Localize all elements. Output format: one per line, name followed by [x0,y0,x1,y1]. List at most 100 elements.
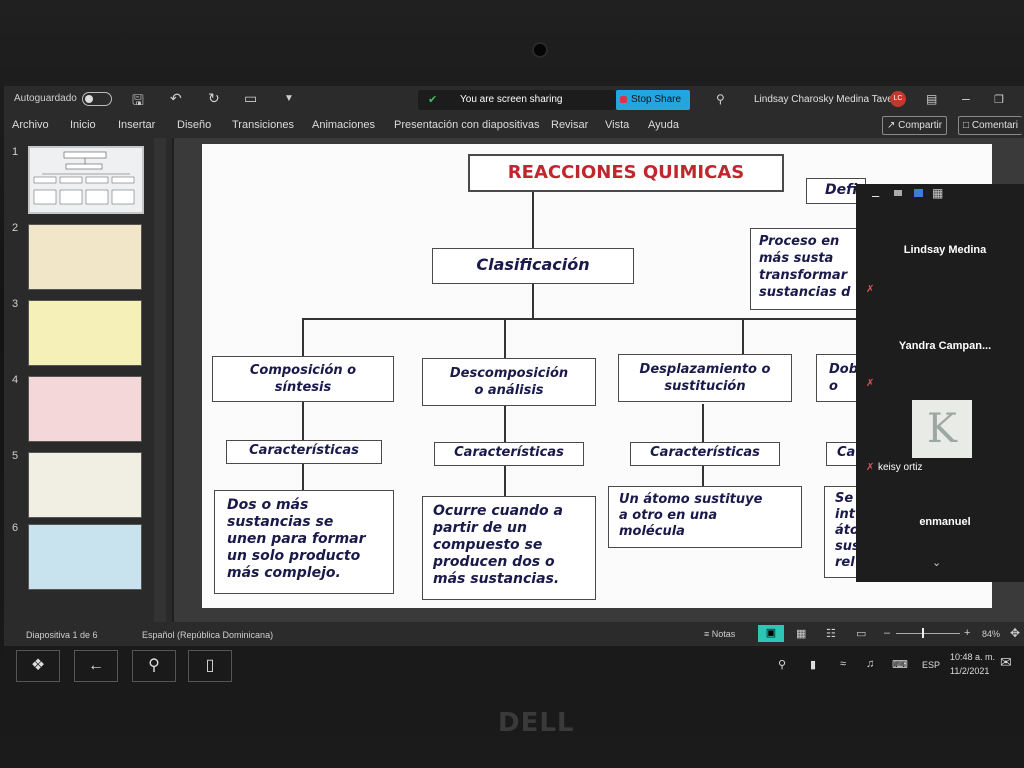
category-box[interactable]: Composición o síntesis [212,356,394,402]
caracteristicas-box[interactable]: Características [434,442,584,466]
sorter-view-icon[interactable]: ▦ [796,628,807,640]
description-box[interactable]: Dos o más sustancias se unen para formar… [214,490,394,594]
minimize-icon[interactable]: – [872,188,880,203]
slideshow-icon[interactable]: ▭ [856,628,867,640]
view-icon[interactable] [894,190,902,196]
notes-button[interactable]: ≡ Notas [704,629,736,639]
tab-diseno[interactable]: Diseño [177,119,212,131]
notifications-icon[interactable]: ✉ [1000,654,1012,670]
caracteristicas-box[interactable]: Características [630,442,780,466]
stop-share-button[interactable]: Stop Share [616,90,690,110]
stop-share-label: Stop Share [631,94,682,105]
description-line: producen dos o [433,554,555,570]
category-box[interactable]: Desplazamiento o sustitución [618,354,792,402]
slide-thumbnail-6[interactable] [28,524,142,590]
participant-name: Yandra Campan... [898,340,992,352]
description-line: un solo producto [227,548,361,564]
tab-animaciones[interactable]: Animaciones [312,119,375,131]
normal-view-button[interactable]: ▣ [758,625,784,642]
description-line: compuesto se [433,537,543,553]
autosave-toggle[interactable] [82,92,112,106]
volume-icon[interactable]: ♫ [866,658,875,670]
slide-thumbnail-5[interactable] [28,452,142,518]
tab-inicio[interactable]: Inicio [70,119,96,131]
description-line: a otro en una [619,508,718,523]
windows-taskbar: ❖ ← ⚲ ▯ ⚲ ▮ ≈ ♫ ⌨ ESP 10:48 a. m. 11/2/2… [4,646,1024,686]
description-box[interactable]: Ocurre cuando a partir de un compuesto s… [422,496,596,600]
reading-view-icon[interactable]: ☷ [826,628,836,640]
share-banner-text: You are screen sharing [460,94,563,105]
description-line: sustancias se [227,514,334,530]
description-line: Se [835,491,854,506]
slide-title[interactable]: REACCIONES QUIMICAS [468,154,784,192]
tab-presentacion[interactable]: Presentación con diapositivas [394,119,540,131]
thumbnail-graphic [33,151,135,205]
slide-thumbnail-3[interactable] [28,300,142,366]
screen-share-banner: ✔ You are screen sharing [418,90,616,110]
restore-icon[interactable]: ❐ [994,94,1004,106]
caracteristicas-box[interactable]: Características [226,440,382,464]
present-icon[interactable]: ▭ [244,90,258,106]
tab-revisar[interactable]: Revisar [551,119,589,131]
chevron-down-icon[interactable]: ⌄ [932,557,942,569]
connector [302,400,304,440]
clock-time[interactable]: 10:48 a. m. [950,652,996,662]
save-icon[interactable]: 🖫 [132,92,144,108]
tab-vista[interactable]: Vista [605,119,630,131]
thumb-number: 4 [12,374,19,386]
search-icon[interactable]: ⚲ [132,650,176,682]
gallery-view-icon[interactable]: ▦ [932,186,944,200]
zoom-level[interactable]: 84% [982,629,1001,639]
definition-line: Proceso en [759,234,840,249]
slide-thumbnail-2[interactable] [28,224,142,290]
connector [742,318,744,354]
task-view-icon[interactable]: ▯ [188,650,232,682]
zoom-out-icon[interactable]: – [884,627,891,639]
category-box[interactable]: Descomposición o análisis [422,358,596,406]
undo-icon[interactable]: ↶ [170,90,182,106]
autosave-label: Autoguardado [14,93,77,104]
slide-thumbnail-4[interactable] [28,376,142,442]
stop-icon [620,96,627,103]
keyboard-icon[interactable]: ⌨ [892,659,908,671]
clasificacion-box[interactable]: Clasificación [432,248,634,284]
clock-date[interactable]: 11/2/2021 [950,666,990,676]
title-bar: Autoguardado 🖫 ↶ ↻ ▭ ▼ ✔ You are screen … [4,86,1024,114]
description-box[interactable]: Un átomo sustituye a otro en una molécul… [608,486,802,548]
slide-thumbnail-1[interactable] [28,146,144,214]
ribbon-tabs: Archivo Inicio Insertar Diseño Transicio… [4,114,1024,138]
comments-button[interactable]: □ Comentari [958,116,1022,135]
battery-icon[interactable]: ▮ [810,659,817,671]
minimize-icon[interactable]: – [962,90,970,106]
share-button[interactable]: ↗ Compartir [882,116,948,135]
wifi-icon[interactable]: ≈ [840,658,847,670]
description-line: sus [835,539,860,554]
notes-label: Notas [711,629,736,639]
avatar[interactable]: LC [890,91,906,107]
back-arrow-icon[interactable]: ← [74,650,118,682]
definition-text[interactable]: Proceso en más susta transformar sustanc… [750,228,870,310]
tab-transiciones[interactable]: Transiciones [232,119,294,131]
connector [702,404,704,442]
description-line: Dos o más [227,497,309,513]
people-icon[interactable]: ⚲ [778,659,787,671]
status-bar: Diapositiva 1 de 6 Español (República Do… [4,622,1024,646]
thumbnail-scrollbar[interactable] [154,138,166,622]
customize-icon[interactable]: ▼ [284,93,294,104]
tab-archivo[interactable]: Archivo [12,119,49,131]
zoom-slider[interactable] [896,633,960,634]
zoom-in-icon[interactable]: + [964,627,971,639]
search-icon[interactable]: ⚲ [716,92,725,106]
ribbon-display-icon[interactable]: ▤ [926,92,938,106]
redo-icon[interactable]: ↻ [208,90,220,106]
language-indicator[interactable]: Español (República Dominicana) [142,630,274,640]
tab-ayuda[interactable]: Ayuda [648,119,679,131]
input-language[interactable]: ESP [922,660,941,670]
share-status-icon: ✔ [428,94,438,106]
fit-slide-icon[interactable]: ✥ [1010,626,1021,640]
speaker-view-icon[interactable] [914,189,923,197]
windows-start-icon[interactable]: ❖ [16,650,60,682]
zoom-slider-thumb[interactable] [922,628,924,638]
connector [302,464,304,490]
tab-insertar[interactable]: Insertar [118,119,156,131]
